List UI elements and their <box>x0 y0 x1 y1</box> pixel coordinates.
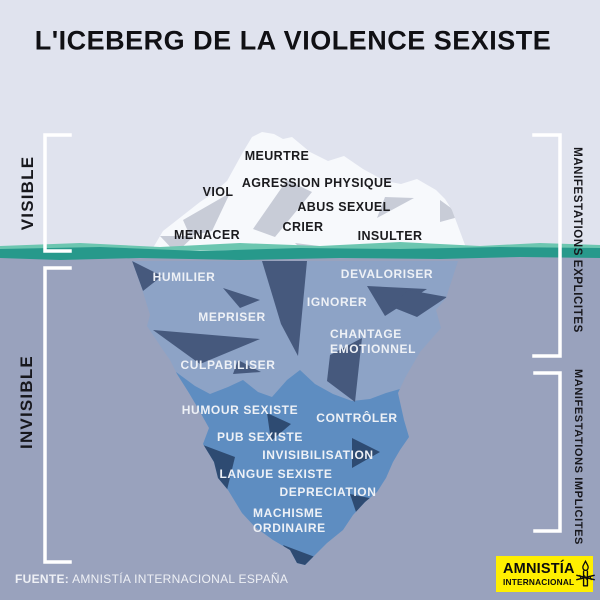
iceberg-upper-facets <box>132 261 447 402</box>
source-text: AMNISTÍA INTERNACIONAL ESPAÑA <box>69 572 289 586</box>
label-mepriser: MEPRISER <box>198 310 266 324</box>
waterline <box>0 242 600 260</box>
bracket-explicites <box>532 133 562 358</box>
brackets <box>43 133 562 564</box>
label-ignorer: IGNORER <box>306 295 368 309</box>
source-line: FUENTE: AMNISTÍA INTERNACIONAL ESPAÑA <box>15 572 288 586</box>
iceberg-top-facets <box>160 180 462 253</box>
amnesty-logo-line1: AMNISTÍA <box>503 561 575 578</box>
axis-label-invisible: INVISIBLE <box>17 355 36 449</box>
label-langue-sexiste: LANGUE SEXISTE <box>219 467 333 481</box>
label-depreciation: DEPRECIATION <box>279 485 377 499</box>
iceberg-above-water <box>150 132 468 253</box>
label-humilier: HUMILIER <box>152 270 216 284</box>
label-humour-sexiste: HUMOUR SEXISTE <box>181 403 299 417</box>
amnesty-logo-text: AMNISTÍA INTERNACIONAL <box>503 562 575 586</box>
label-pub-sexiste: PUB SEXISTE <box>217 430 303 444</box>
source-label: FUENTE: <box>15 572 70 586</box>
axis-label-visible: VISIBLE <box>18 155 37 231</box>
label-controler: CONTRÔLER <box>316 411 398 425</box>
axis-label-manifestations-implicites: MANIFESTATIONS IMPLICITES <box>572 369 584 545</box>
label-machisme-ordinaire: MACHISME ORDINAIRE <box>253 506 326 535</box>
axis-label-manifestations-explicites: MANIFESTATIONS EXPLICITES <box>571 147 583 333</box>
label-chantage-emotionnel: CHANTAGE EMOTIONNEL <box>330 327 416 356</box>
label-crier: CRIER <box>282 219 324 234</box>
label-invisibilisation: INVISIBILISATION <box>262 448 374 462</box>
label-meurtre: MEURTRE <box>244 148 310 163</box>
bracket-invisible <box>43 266 72 564</box>
bracket-implicites <box>533 371 562 533</box>
page-title: L'ICEBERG DE LA VIOLENCE SEXISTE <box>34 25 552 56</box>
label-devaloriser: DEVALORISER <box>340 267 434 281</box>
label-culpabiliser: CULPABILISER <box>180 358 276 372</box>
bracket-visible <box>43 133 72 253</box>
label-agression-physique: AGRESSION PHYSIQUE <box>241 175 393 190</box>
label-viol: VIOL <box>202 184 234 199</box>
amnesty-logo: AMNISTÍA INTERNACIONAL <box>496 556 595 592</box>
label-insulter: INSULTER <box>357 228 423 243</box>
candle-barbed-wire-icon <box>575 559 595 587</box>
label-abus-sexuel: ABUS SEXUEL <box>297 199 391 214</box>
label-menacer: MENACER <box>174 227 240 242</box>
amnesty-logo-line2: INTERNACIONAL <box>503 576 575 587</box>
